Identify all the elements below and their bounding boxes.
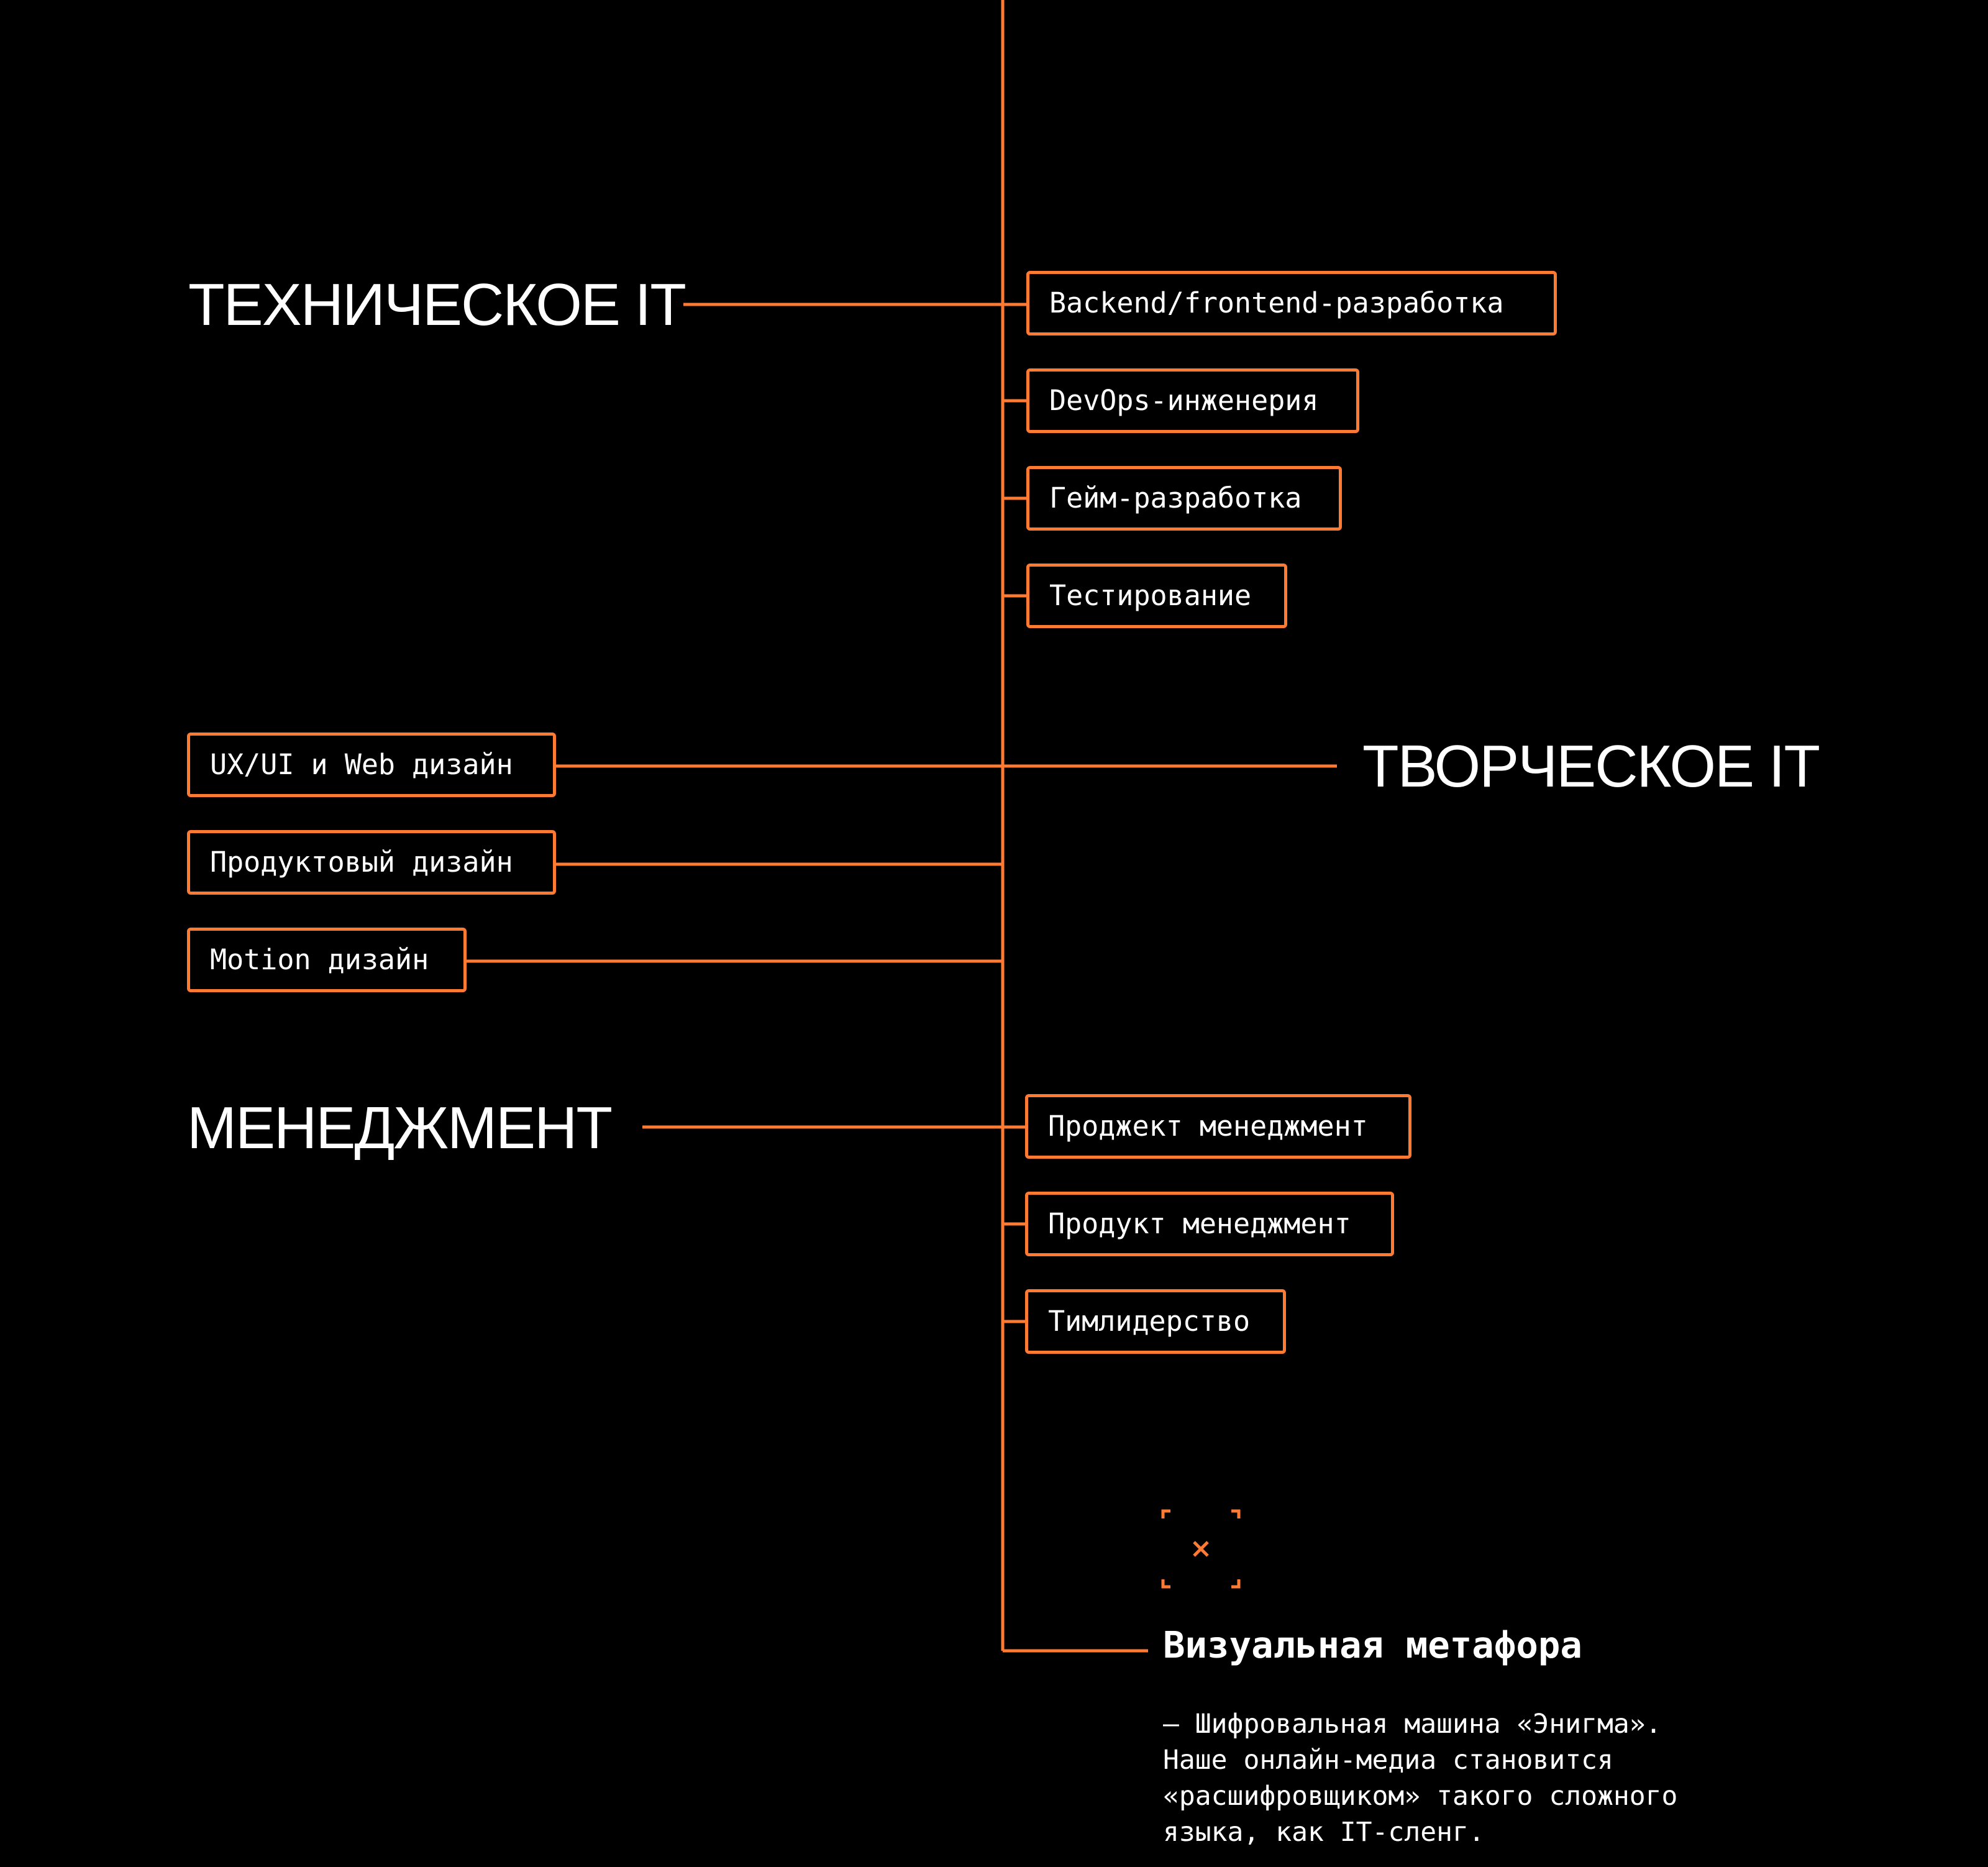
node-game-dev: Гейм-разработка bbox=[1026, 466, 1342, 531]
node-devops: DevOps-инженерия bbox=[1026, 368, 1359, 433]
node-backend-frontend: Backend/frontend-разработка bbox=[1026, 271, 1557, 336]
category-management: МЕНЕДЖМЕНТ bbox=[187, 1095, 613, 1161]
metaphor-line-4: языка, как IT-сленг. bbox=[1163, 1817, 1485, 1848]
node-ux-ui-web-design: UX/UI и Web дизайн bbox=[187, 733, 556, 797]
metaphor-line-1: — Шифровальная машина «Энигма». bbox=[1163, 1709, 1662, 1740]
node-motion-design: Motion дизайн bbox=[187, 928, 467, 992]
node-product-design: Продуктовый дизайн bbox=[187, 830, 556, 895]
metaphor-line-2: Наше онлайн-медиа становится bbox=[1163, 1745, 1613, 1776]
category-technical-it: ТЕХНИЧЕСКОЕ IT bbox=[188, 272, 686, 338]
node-teamleading: Тимлидерство bbox=[1025, 1289, 1286, 1354]
node-project-management: Проджект менеджмент bbox=[1025, 1094, 1411, 1159]
metaphor-line-3: «расшифровщиком» такого сложного bbox=[1163, 1781, 1678, 1812]
node-testing: Тестирование bbox=[1026, 564, 1287, 628]
category-creative-it: ТВОРЧЕСКОЕ IT bbox=[1362, 733, 1820, 800]
metaphor-description: — Шифровальная машина «Энигма». Наше онл… bbox=[1163, 1706, 1809, 1850]
crosshair-x-icon bbox=[1161, 1509, 1241, 1589]
metaphor-title: Визуальная метафора bbox=[1163, 1623, 1582, 1666]
node-product-management: Продукт менеджмент bbox=[1025, 1192, 1394, 1256]
